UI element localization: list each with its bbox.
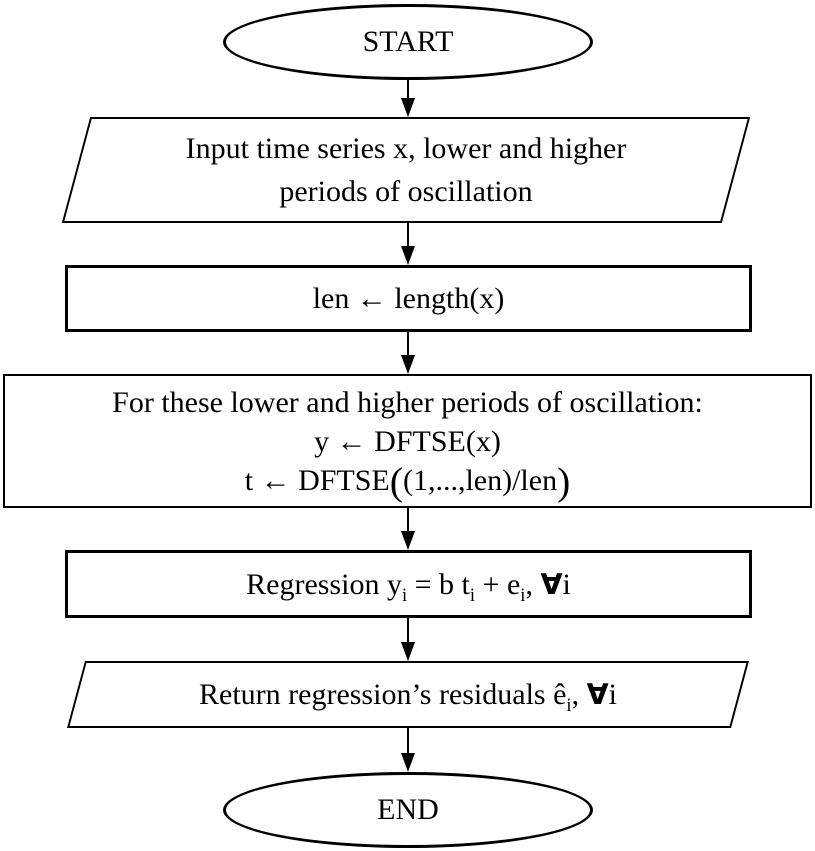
regression-comma: ,	[525, 567, 541, 601]
arrow-down-icon	[401, 753, 415, 772]
arrow-shaft	[407, 618, 409, 645]
flow-arrow-2	[401, 223, 415, 265]
input-node-content: Input time series x, lower and higher pe…	[76, 117, 736, 223]
subscript-i: i	[566, 695, 572, 716]
end-node: END	[223, 772, 593, 848]
input-line-2: periods of oscillation	[279, 175, 533, 208]
regression-suffix: i	[562, 567, 571, 601]
return-node: Return regression’s residuals êi, ∀i	[67, 661, 749, 728]
flow-arrow-3	[401, 332, 415, 374]
return-text: Return regression’s residuals êi, ∀i	[199, 673, 617, 716]
arrow-down-icon	[401, 642, 415, 661]
loop-line-3-inner: (1,...,len)/len	[402, 463, 558, 497]
subscript-i: i	[520, 584, 526, 606]
regression-node: Regression yi = b ti + ei, ∀i	[65, 550, 752, 618]
start-node: START	[223, 4, 593, 80]
arrow-shaft	[407, 728, 409, 756]
big-open-paren: (	[389, 458, 403, 503]
return-suffix: i	[608, 678, 617, 711]
return-node-content: Return regression’s residuals êi, ∀i	[76, 661, 740, 728]
arrow-down-icon	[401, 531, 415, 550]
end-label: END	[377, 793, 439, 826]
input-line-1: Input time series x, lower and higher	[185, 132, 627, 165]
regression-mid1: = b t	[407, 567, 470, 601]
regression-text: Regression yi = b ti + ei, ∀i	[246, 563, 571, 606]
forall-symbol: ∀	[586, 678, 609, 711]
flow-arrow-5	[401, 618, 415, 661]
start-label: START	[362, 25, 454, 58]
loop-line-1: For these lower and higher periods of os…	[112, 385, 703, 419]
loop-line-3-prefix: t ← DFTSE	[244, 463, 390, 497]
len-assign-node: len ← length(x)	[65, 265, 752, 332]
arrow-down-icon	[401, 246, 415, 265]
loop-line-2: y ← DFTSE(x)	[314, 424, 501, 458]
subscript-i: i	[401, 584, 408, 606]
arrow-shaft	[407, 223, 409, 249]
input-node: Input time series x, lower and higher pe…	[61, 117, 751, 223]
arrow-shaft	[407, 508, 409, 534]
flow-arrow-1	[401, 80, 415, 117]
subscript-i: i	[469, 584, 476, 606]
loop-line-3: t ← DFTSE((1,...,len)/len)	[244, 458, 571, 503]
return-comma: ,	[571, 678, 587, 711]
return-prefix: Return regression’s residuals ê	[199, 678, 567, 711]
flow-arrow-6	[401, 728, 415, 772]
big-close-paren: )	[557, 458, 571, 503]
loop-node: For these lower and higher periods of os…	[3, 374, 812, 508]
regression-prefix: Regression y	[246, 567, 402, 601]
arrow-down-icon	[401, 355, 415, 374]
forall-symbol: ∀	[540, 567, 563, 601]
arrow-down-icon	[401, 98, 415, 117]
arrow-shaft	[407, 80, 409, 101]
arrow-shaft	[407, 332, 409, 358]
flow-arrow-4	[401, 508, 415, 550]
len-assign-text: len ← length(x)	[312, 282, 505, 315]
regression-mid2: + e	[475, 567, 521, 601]
